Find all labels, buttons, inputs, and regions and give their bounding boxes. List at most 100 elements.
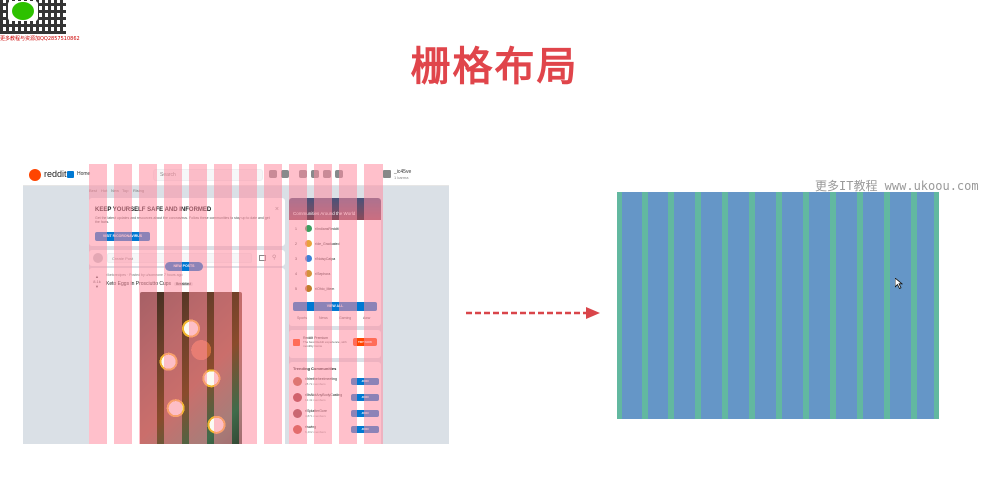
link-icon[interactable]: ⚲ xyxy=(272,255,277,261)
join-button[interactable]: JOIN xyxy=(351,410,379,417)
premium-description: The best Reddit experience, with monthly… xyxy=(303,340,347,348)
trending-name: r/hiretheheelmeeting xyxy=(305,377,337,381)
grid-demo-column xyxy=(755,192,776,419)
home-icon xyxy=(67,171,74,178)
grid-icon[interactable] xyxy=(281,170,289,178)
community-item[interactable]: 3 r/NoisyCatpa xyxy=(295,254,375,264)
safety-description: Get the latest updates and resources abo… xyxy=(95,216,270,224)
search-input[interactable]: Search xyxy=(153,169,263,181)
grid-demo-column xyxy=(701,192,722,419)
community-name: r/NoisyCatpa xyxy=(315,257,336,261)
trending-members: 6,402 members xyxy=(305,430,326,434)
trending-item[interactable]: r/SplatterGore 4,871 members JOIN xyxy=(293,408,379,420)
community-icon xyxy=(293,377,302,386)
downvote-icon[interactable]: ▼ xyxy=(95,284,99,289)
community-rank: 5 xyxy=(295,287,297,291)
trending-item[interactable]: r/swing 6,402 members JOIN xyxy=(293,424,379,436)
grid-demo-column xyxy=(728,192,749,419)
trending-item[interactable]: r/ItsNotAnyBodyCasting 12.4k members JOI… xyxy=(293,392,379,404)
try-now-button[interactable]: TRY NOW xyxy=(353,338,377,346)
reddit-logo-text: reddit xyxy=(44,169,67,179)
view-all-button[interactable]: VIEW ALL xyxy=(293,302,377,311)
grid-demo-column xyxy=(890,192,911,419)
post-title-text: Keto Eggs in Prosciutto Cups xyxy=(106,281,172,287)
home-dropdown[interactable]: Home xyxy=(77,171,91,177)
user-name: _ic45ve xyxy=(394,169,412,175)
join-button[interactable]: JOIN xyxy=(351,394,379,401)
trending-name: r/swing xyxy=(305,425,317,429)
visit-coronavirus-button[interactable]: VISIT R/CORONAVIRUS xyxy=(95,232,150,241)
sort-top[interactable]: Top xyxy=(122,188,129,193)
watermark: 更多IT教程 www.ukoou.com xyxy=(815,179,979,193)
trending-name: r/SplatterGore xyxy=(305,409,327,413)
safety-card: KEEP YOURSELF SAFE AND INFORMED × Get th… xyxy=(89,198,285,246)
slide-title: 栅格布局 xyxy=(410,44,579,90)
grid-demo-column xyxy=(863,192,884,419)
search-placeholder: Search xyxy=(160,172,176,178)
community-rank: 3 xyxy=(295,257,297,261)
community-item[interactable]: 1 r/IndiansReddit xyxy=(295,224,375,234)
community-name: r/Sephora xyxy=(315,272,331,276)
close-icon[interactable]: × xyxy=(274,206,279,213)
new-posts-button[interactable]: NEW POSTS xyxy=(165,262,203,271)
community-rank: 1 xyxy=(295,227,297,231)
grid-demo-column xyxy=(782,192,803,419)
vote-column: ▲ 8.1k ▼ xyxy=(93,274,101,289)
community-icon xyxy=(305,255,312,262)
reddit-screenshot: reddit Home Search _ic45ve 1 karma Best … xyxy=(23,164,449,444)
community-icon xyxy=(305,270,312,277)
community-name: r/Ohio_Mem xyxy=(315,287,335,291)
trending-name: r/ItsNotAnyBodyCasting xyxy=(305,393,343,397)
community-rank: 4 xyxy=(295,272,297,276)
community-icon xyxy=(305,285,312,292)
trending-item[interactable]: r/hiretheheelmeeting 28.7k members JOIN xyxy=(293,376,379,388)
communities-title: Communities Around the World xyxy=(293,211,356,216)
trending-widget: Trending Communities r/hiretheheelmeetin… xyxy=(289,362,381,444)
dashed-arrow xyxy=(466,307,600,319)
sort-new[interactable]: New xyxy=(111,188,120,193)
grid-demo-column xyxy=(809,192,830,419)
chat-icon[interactable] xyxy=(311,170,319,178)
premium-widget: Reddit Premium The best Reddit experienc… xyxy=(289,330,381,358)
create-post-placeholder: Create Post xyxy=(112,256,134,261)
post-image[interactable] xyxy=(140,292,242,444)
wechat-icon xyxy=(12,2,34,20)
reddit-logo-icon xyxy=(29,169,41,181)
coins-icon[interactable] xyxy=(299,170,307,178)
tab-aww[interactable]: Aww xyxy=(363,316,371,320)
community-item[interactable]: 5 r/Ohio_Mem xyxy=(295,284,375,294)
sort-best[interactable]: Best xyxy=(89,188,98,193)
community-name: r/IndiansReddit xyxy=(315,227,339,231)
avatar xyxy=(93,253,103,263)
user-karma: 1 karma xyxy=(394,175,409,180)
grid-demo-column xyxy=(917,192,934,419)
safety-title: KEEP YOURSELF SAFE AND INFORMED xyxy=(95,207,212,213)
community-item[interactable]: 2 r/de_Graduated xyxy=(295,239,375,249)
tab-gaming[interactable]: Gaming xyxy=(339,316,352,320)
create-post-icon[interactable] xyxy=(335,170,343,178)
tab-sports[interactable]: Sports xyxy=(297,316,308,320)
reddit-header: reddit Home Search _ic45ve 1 karma xyxy=(23,164,449,186)
join-button[interactable]: JOIN xyxy=(351,426,379,433)
avatar xyxy=(383,170,391,178)
post-card[interactable]: ▲ 8.1k ▼ r/ketorecipes · Posted by u/som… xyxy=(89,262,285,444)
trending-members: 12.4k members xyxy=(305,398,326,402)
grid-demo-column xyxy=(622,192,642,419)
grid-demo-column xyxy=(836,192,857,419)
user-menu[interactable]: _ic45ve 1 karma xyxy=(383,169,445,181)
qr-code xyxy=(0,0,66,36)
trending-icon[interactable] xyxy=(269,170,277,178)
sort-rising[interactable]: Rising xyxy=(133,188,145,193)
sort-hot[interactable]: Hot xyxy=(101,188,108,193)
community-rank: 2 xyxy=(295,242,297,246)
community-name: r/de_Graduated xyxy=(315,242,340,246)
community-icon xyxy=(305,225,312,232)
tab-news[interactable]: News xyxy=(319,316,328,320)
image-icon[interactable] xyxy=(259,255,266,261)
community-item[interactable]: 4 r/Sephora xyxy=(295,269,375,279)
join-button[interactable]: JOIN xyxy=(351,378,379,385)
trending-members: 28.7k members xyxy=(305,382,326,386)
notification-icon[interactable] xyxy=(323,170,331,178)
community-icon xyxy=(293,425,302,434)
